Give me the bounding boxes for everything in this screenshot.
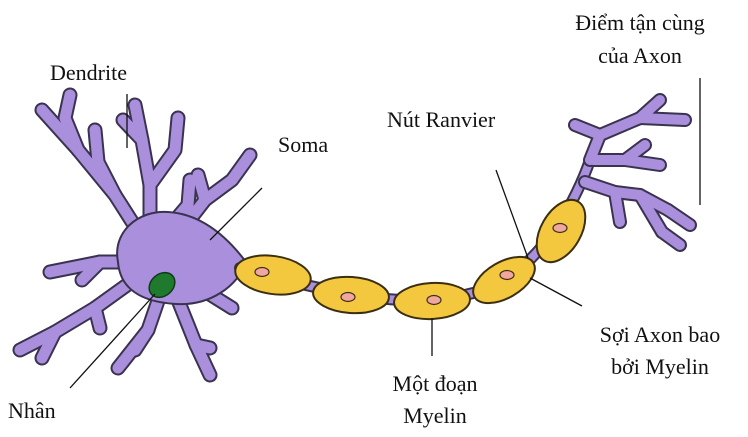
label-axon-terminal-line1: Điểm tận cùng <box>540 10 740 36</box>
axon-terminal-branches <box>575 100 690 245</box>
myelinated-axon-leader <box>530 278 582 306</box>
myelin-segment <box>233 251 314 299</box>
myelin-segment <box>393 281 471 321</box>
label-nucleus: Nhân <box>8 398 56 424</box>
label-myelinated-axon-line1: Sợi Axon bao <box>585 322 735 348</box>
label-myelinated-axon-line2: bởi Myelin <box>585 354 735 380</box>
soma-body <box>117 212 246 304</box>
myelin-sheath <box>233 192 596 321</box>
label-soma: Soma <box>278 132 328 158</box>
myelin-segment <box>312 274 390 315</box>
label-myelin-segment-line1: Một đoạn <box>360 371 510 397</box>
label-node-of-ranvier: Nút Ranvier <box>387 107 495 133</box>
label-myelin-segment-line2: Myelin <box>360 403 510 429</box>
node-of-ranvier-leader <box>496 170 528 258</box>
label-dendrite: Dendrite <box>50 60 127 86</box>
label-axon-terminal-line2: của Axon <box>540 43 740 69</box>
